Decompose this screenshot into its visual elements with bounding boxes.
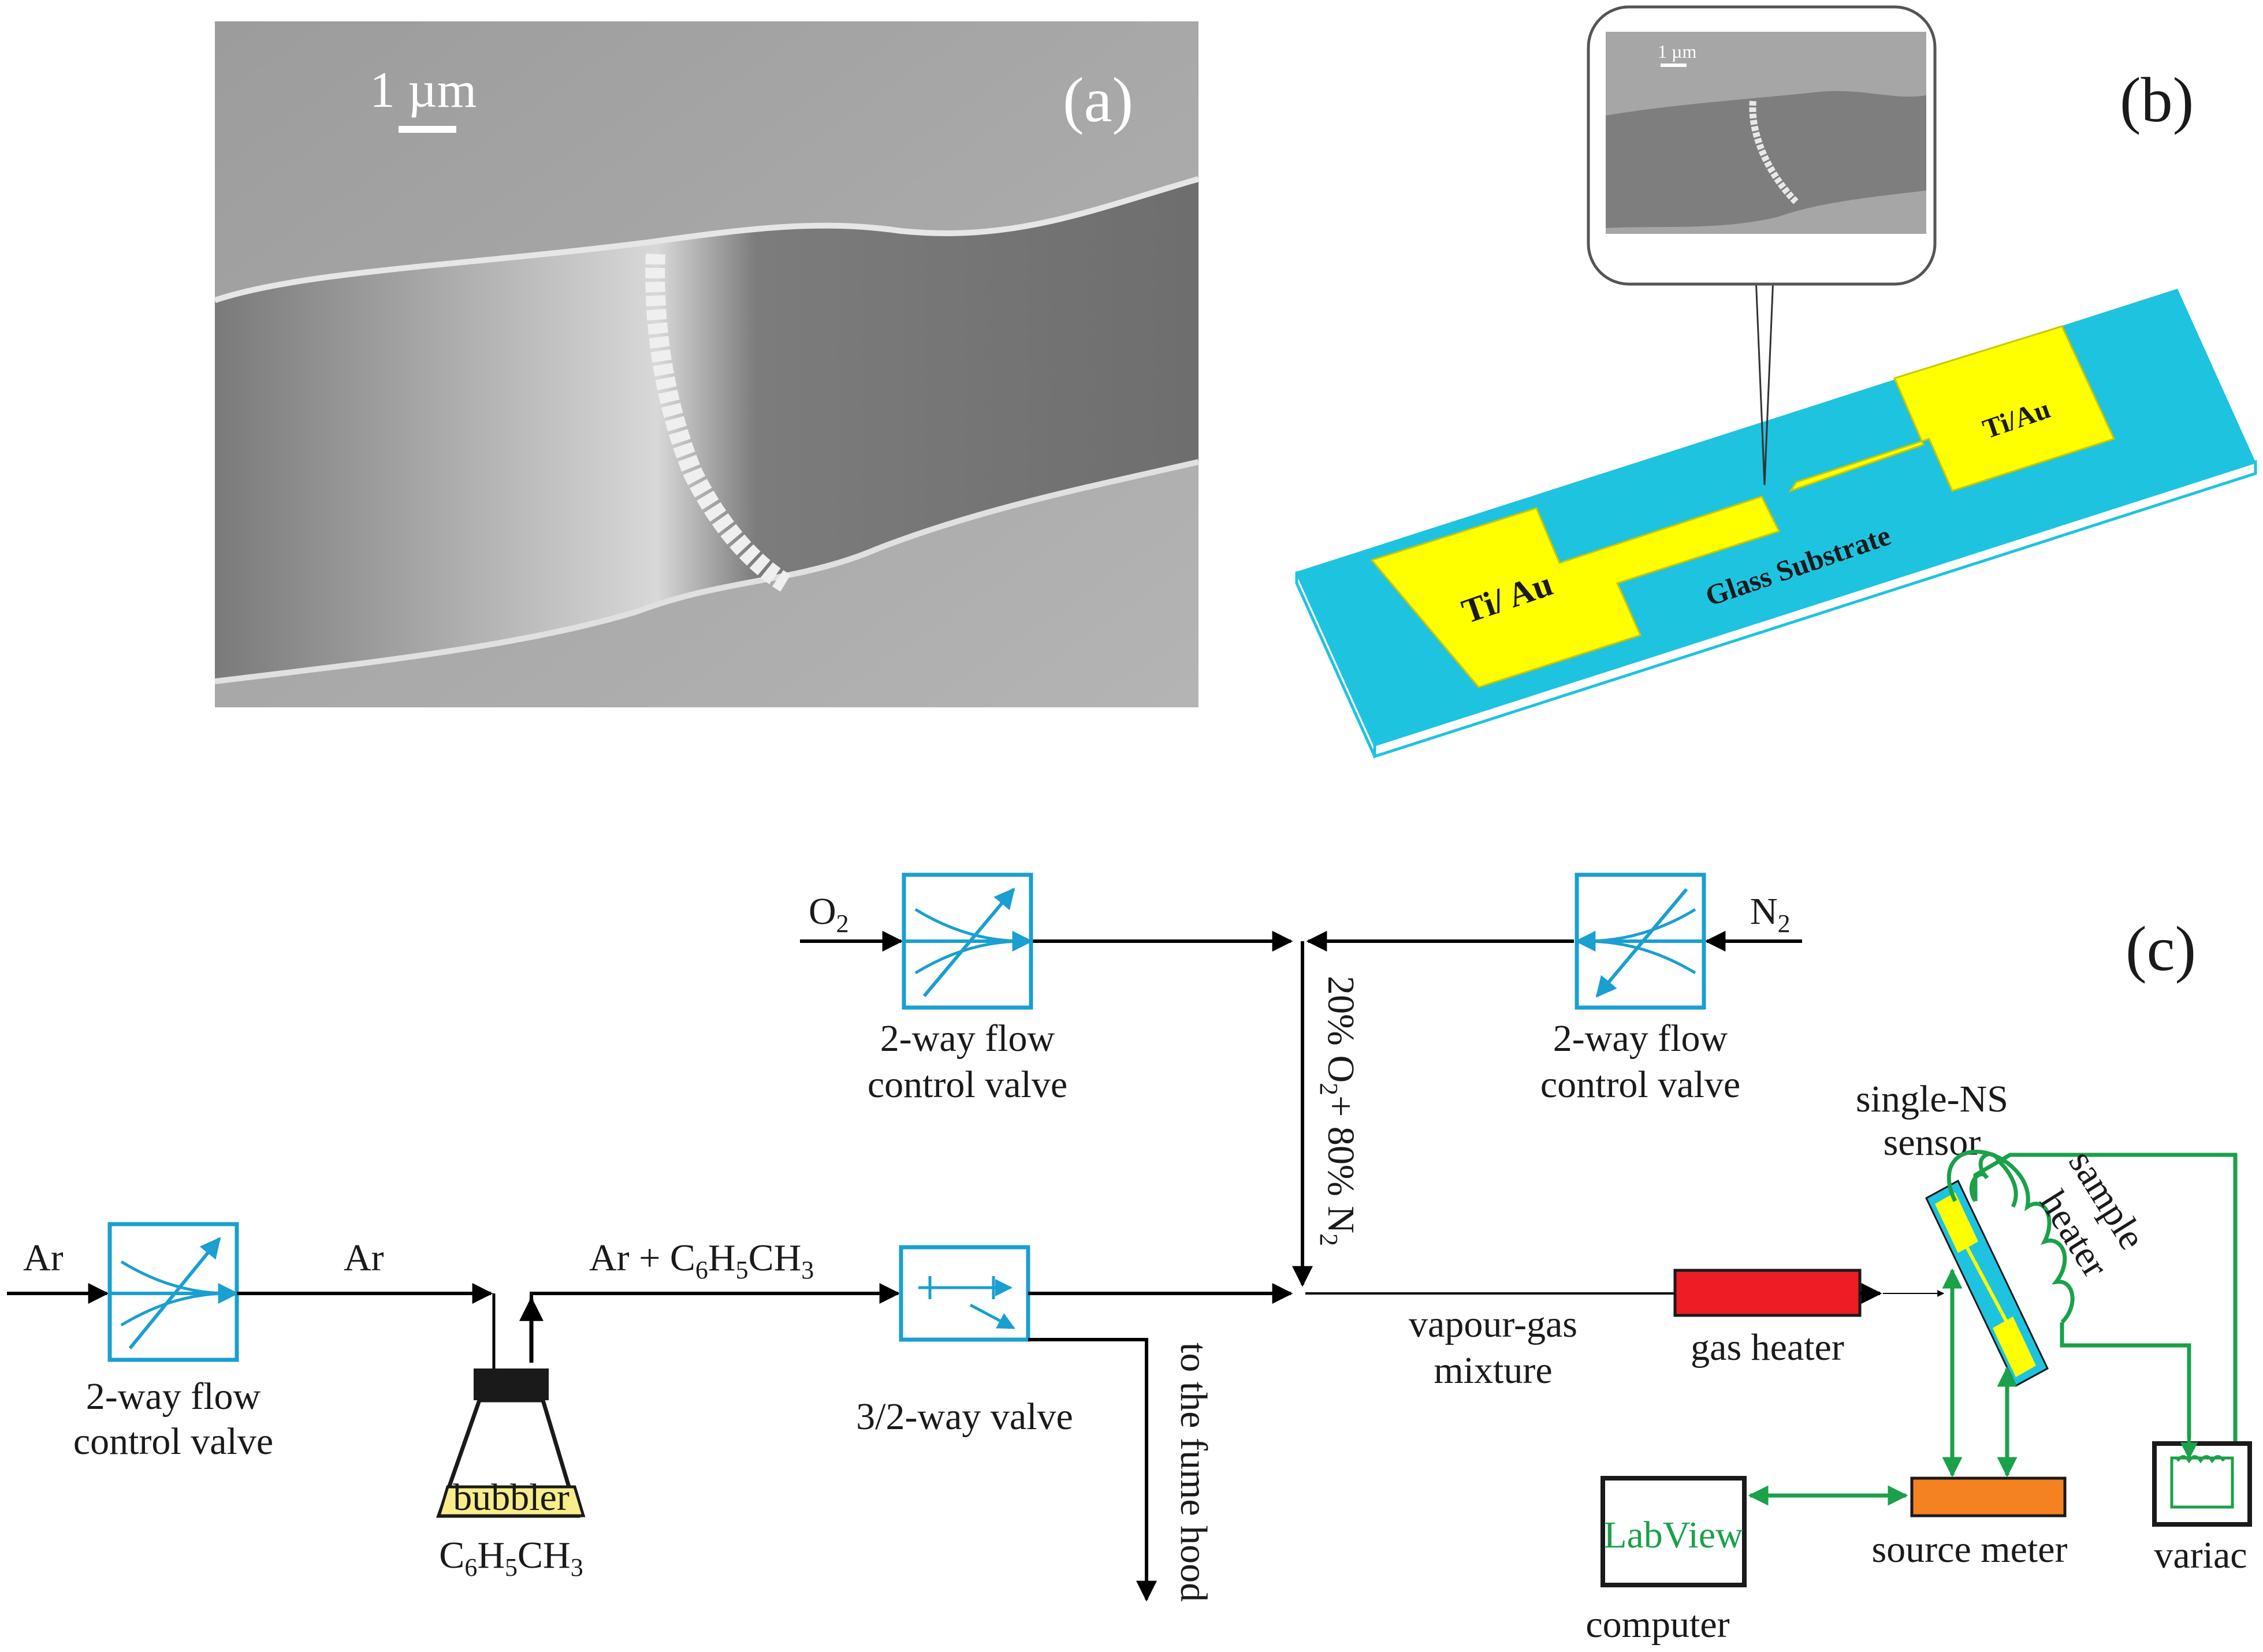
o2-label: O2 [809,890,849,938]
computer-label: computer [1585,1603,1729,1646]
labview-label: LabView [1603,1514,1743,1556]
o2-valve-label-line2: control valve [868,1064,1067,1106]
variac-label: variac [2154,1534,2247,1576]
ar-flow-valve [107,1222,239,1362]
ar-inlet-label: Ar [23,1237,64,1279]
inset-scale-label: 1 µm [1658,41,1696,62]
three-way-valve-label: 3/2-way valve [856,1396,1073,1438]
vapour-gas-label-line2: mixture [1434,1349,1552,1392]
sem-image: 1 µm (a) [214,21,1200,707]
labview-computer [1601,1476,1747,1587]
n2-valve-label-line2: control valve [1540,1064,1740,1106]
n2-flow-valve [1575,872,1706,1010]
single-ns-sensor [1925,1179,2049,1388]
scale-label: 1 µm [370,62,477,118]
gas-heater [1673,1269,1862,1317]
three-way-valve [899,1245,1030,1342]
variac [2152,1438,2252,1527]
fume-hood-label: to the fume hood [1173,1343,1215,1602]
gas-heater-label: gas heater [1691,1326,1844,1368]
nanostructure-wire [645,253,791,592]
sensor-label-line1: single-NS [1856,1078,2008,1120]
gas-setup-diagram: (c) O2 2-way flow control valve N2 2-way… [7,872,2252,1646]
scale-bar [399,126,456,133]
sensor-label-line2: sensor [1884,1121,1981,1164]
n2-label: N2 [1750,890,1791,938]
n2-valve-label-line1: 2-way flow [1553,1017,1728,1060]
ar-valve-label-line1: 2-way flow [86,1375,261,1418]
ar-mid-label: Ar [344,1237,384,1279]
o2-valve-label-line1: 2-way flow [880,1017,1055,1060]
bubbler [436,1293,586,1518]
panel-c-label: (c) [2126,913,2196,984]
device-schematic: Ti/ Au Ti/Au Glass Substrate 1 µm (b) [1295,5,2257,759]
bubbler-label: bubbler [453,1476,570,1519]
panel-a-label: (a) [1063,65,1133,135]
vapour-gas-label-line1: vapour-gas [1409,1303,1577,1345]
source-meter-label: source meter [1872,1528,2068,1571]
mix-ratio-label: 20% O2+ 80% N2 [1315,976,1362,1246]
ar-valve-label-line2: control valve [73,1420,273,1463]
o2-flow-valve [902,872,1033,1010]
pad-left [1370,495,1781,688]
ar-toluene-label: Ar + C6H5CH3 [589,1237,814,1284]
panel-b-label: (b) [2120,65,2194,135]
toluene-label: C6H5CH3 [439,1534,583,1582]
pad-right [1788,325,2116,493]
source-meter [1910,1476,2067,1517]
